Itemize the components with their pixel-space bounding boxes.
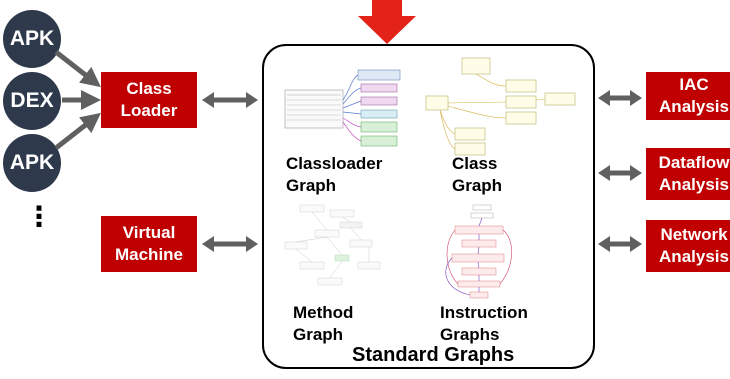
apk-to-loader-arrow: [54, 50, 101, 88]
apk-input-circle: APK: [3, 10, 61, 68]
method-graph-label: Method Graph: [293, 303, 354, 345]
loader-panel-double-arrow: [202, 92, 258, 108]
classloader-graph-thumbnail: [284, 69, 401, 147]
apk-label: APK: [9, 27, 55, 50]
class-loader-label: Class Loader: [120, 78, 178, 120]
class-graph-label: Class Graph: [452, 154, 503, 196]
method-graph-thumbnail: [284, 204, 381, 286]
input-down-arrow: [358, 0, 416, 44]
iac-analysis-label: IAC Analysis: [659, 74, 729, 116]
panel-title: Standard Graphs: [352, 344, 515, 366]
panel-dataflow-double-arrow: [598, 165, 642, 181]
dex-input-circle: DEX: [3, 72, 61, 130]
instruction-graphs-label: Instruction Graphs: [440, 303, 528, 345]
vm-panel-double-arrow: [202, 236, 258, 252]
dataflow-analysis-label: Dataflow Analysis: [658, 152, 730, 194]
panel-network-double-arrow: [598, 236, 642, 252]
network-analysis-box: Network Analysis: [646, 220, 730, 272]
network-analysis-label: Network Analysis: [659, 224, 729, 266]
apk2-to-loader-arrow: [54, 112, 101, 150]
virtual-machine-label: Virtual Machine: [114, 222, 184, 264]
dex-label: DEX: [10, 89, 54, 112]
virtual-machine-box: Virtual Machine: [101, 216, 197, 272]
class-loader-box: Class Loader: [101, 72, 197, 128]
iac-analysis-box: IAC Analysis: [646, 72, 730, 120]
class-graph-thumbnail: [425, 57, 576, 156]
dataflow-analysis-box: Dataflow Analysis: [646, 148, 730, 200]
panel-iac-double-arrow: [598, 90, 642, 106]
classloader-graph-label: Classloader Graph: [286, 154, 383, 196]
instruction-graph-thumbnail: [445, 204, 512, 299]
apk-label-2: APK: [9, 151, 55, 174]
apk-input-circle-2: APK: [3, 134, 61, 192]
